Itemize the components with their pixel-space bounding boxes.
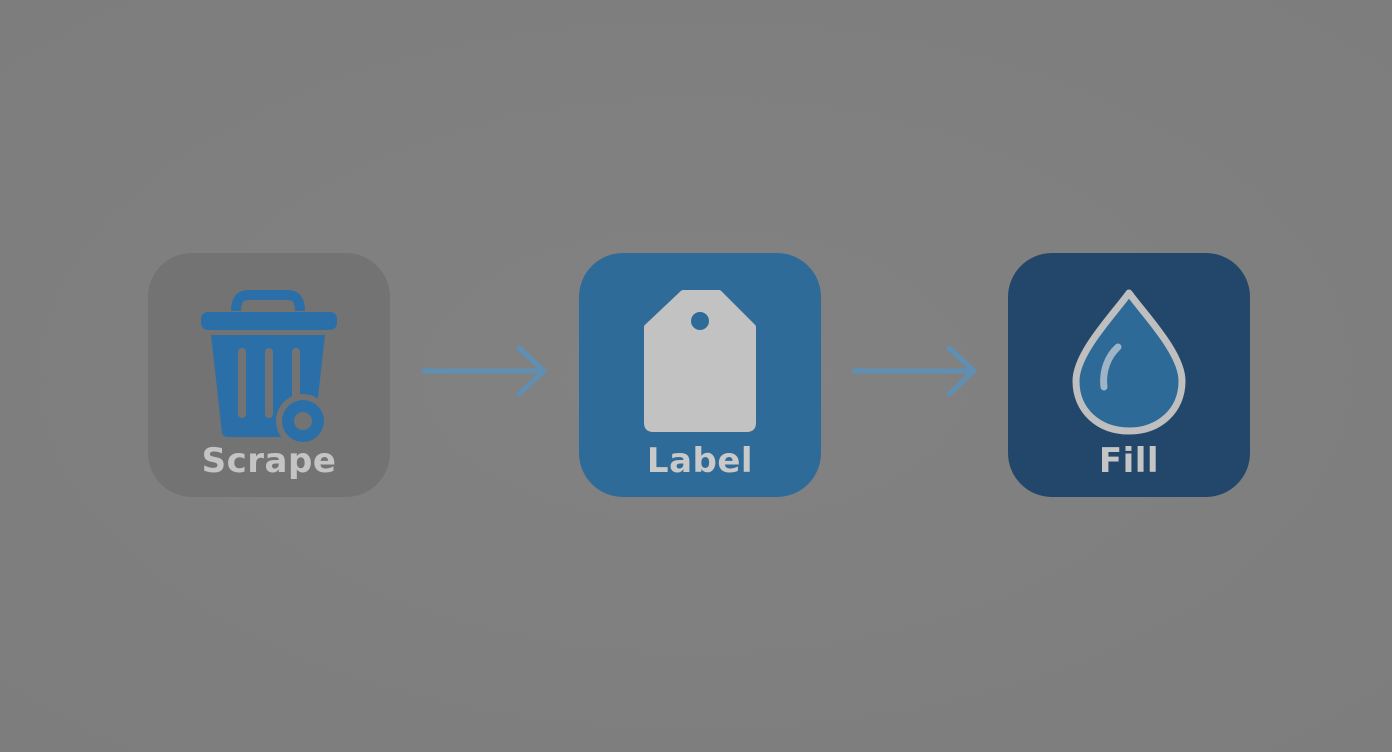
step-fill-label: Fill — [1098, 441, 1160, 481]
step-scrape-tile: Scrape — [148, 253, 390, 497]
step-label-tile: Label — [579, 253, 821, 497]
step-fill-tile: Fill — [1008, 253, 1250, 497]
step-scrape-label: Scrape — [201, 441, 337, 481]
step-label-label: Label — [646, 441, 754, 481]
arrow-right-icon — [852, 345, 977, 397]
tag-icon — [644, 290, 756, 432]
water-drop-icon — [1072, 289, 1186, 435]
arrow-right-icon — [422, 345, 547, 397]
trash-can-icon — [201, 290, 337, 448]
